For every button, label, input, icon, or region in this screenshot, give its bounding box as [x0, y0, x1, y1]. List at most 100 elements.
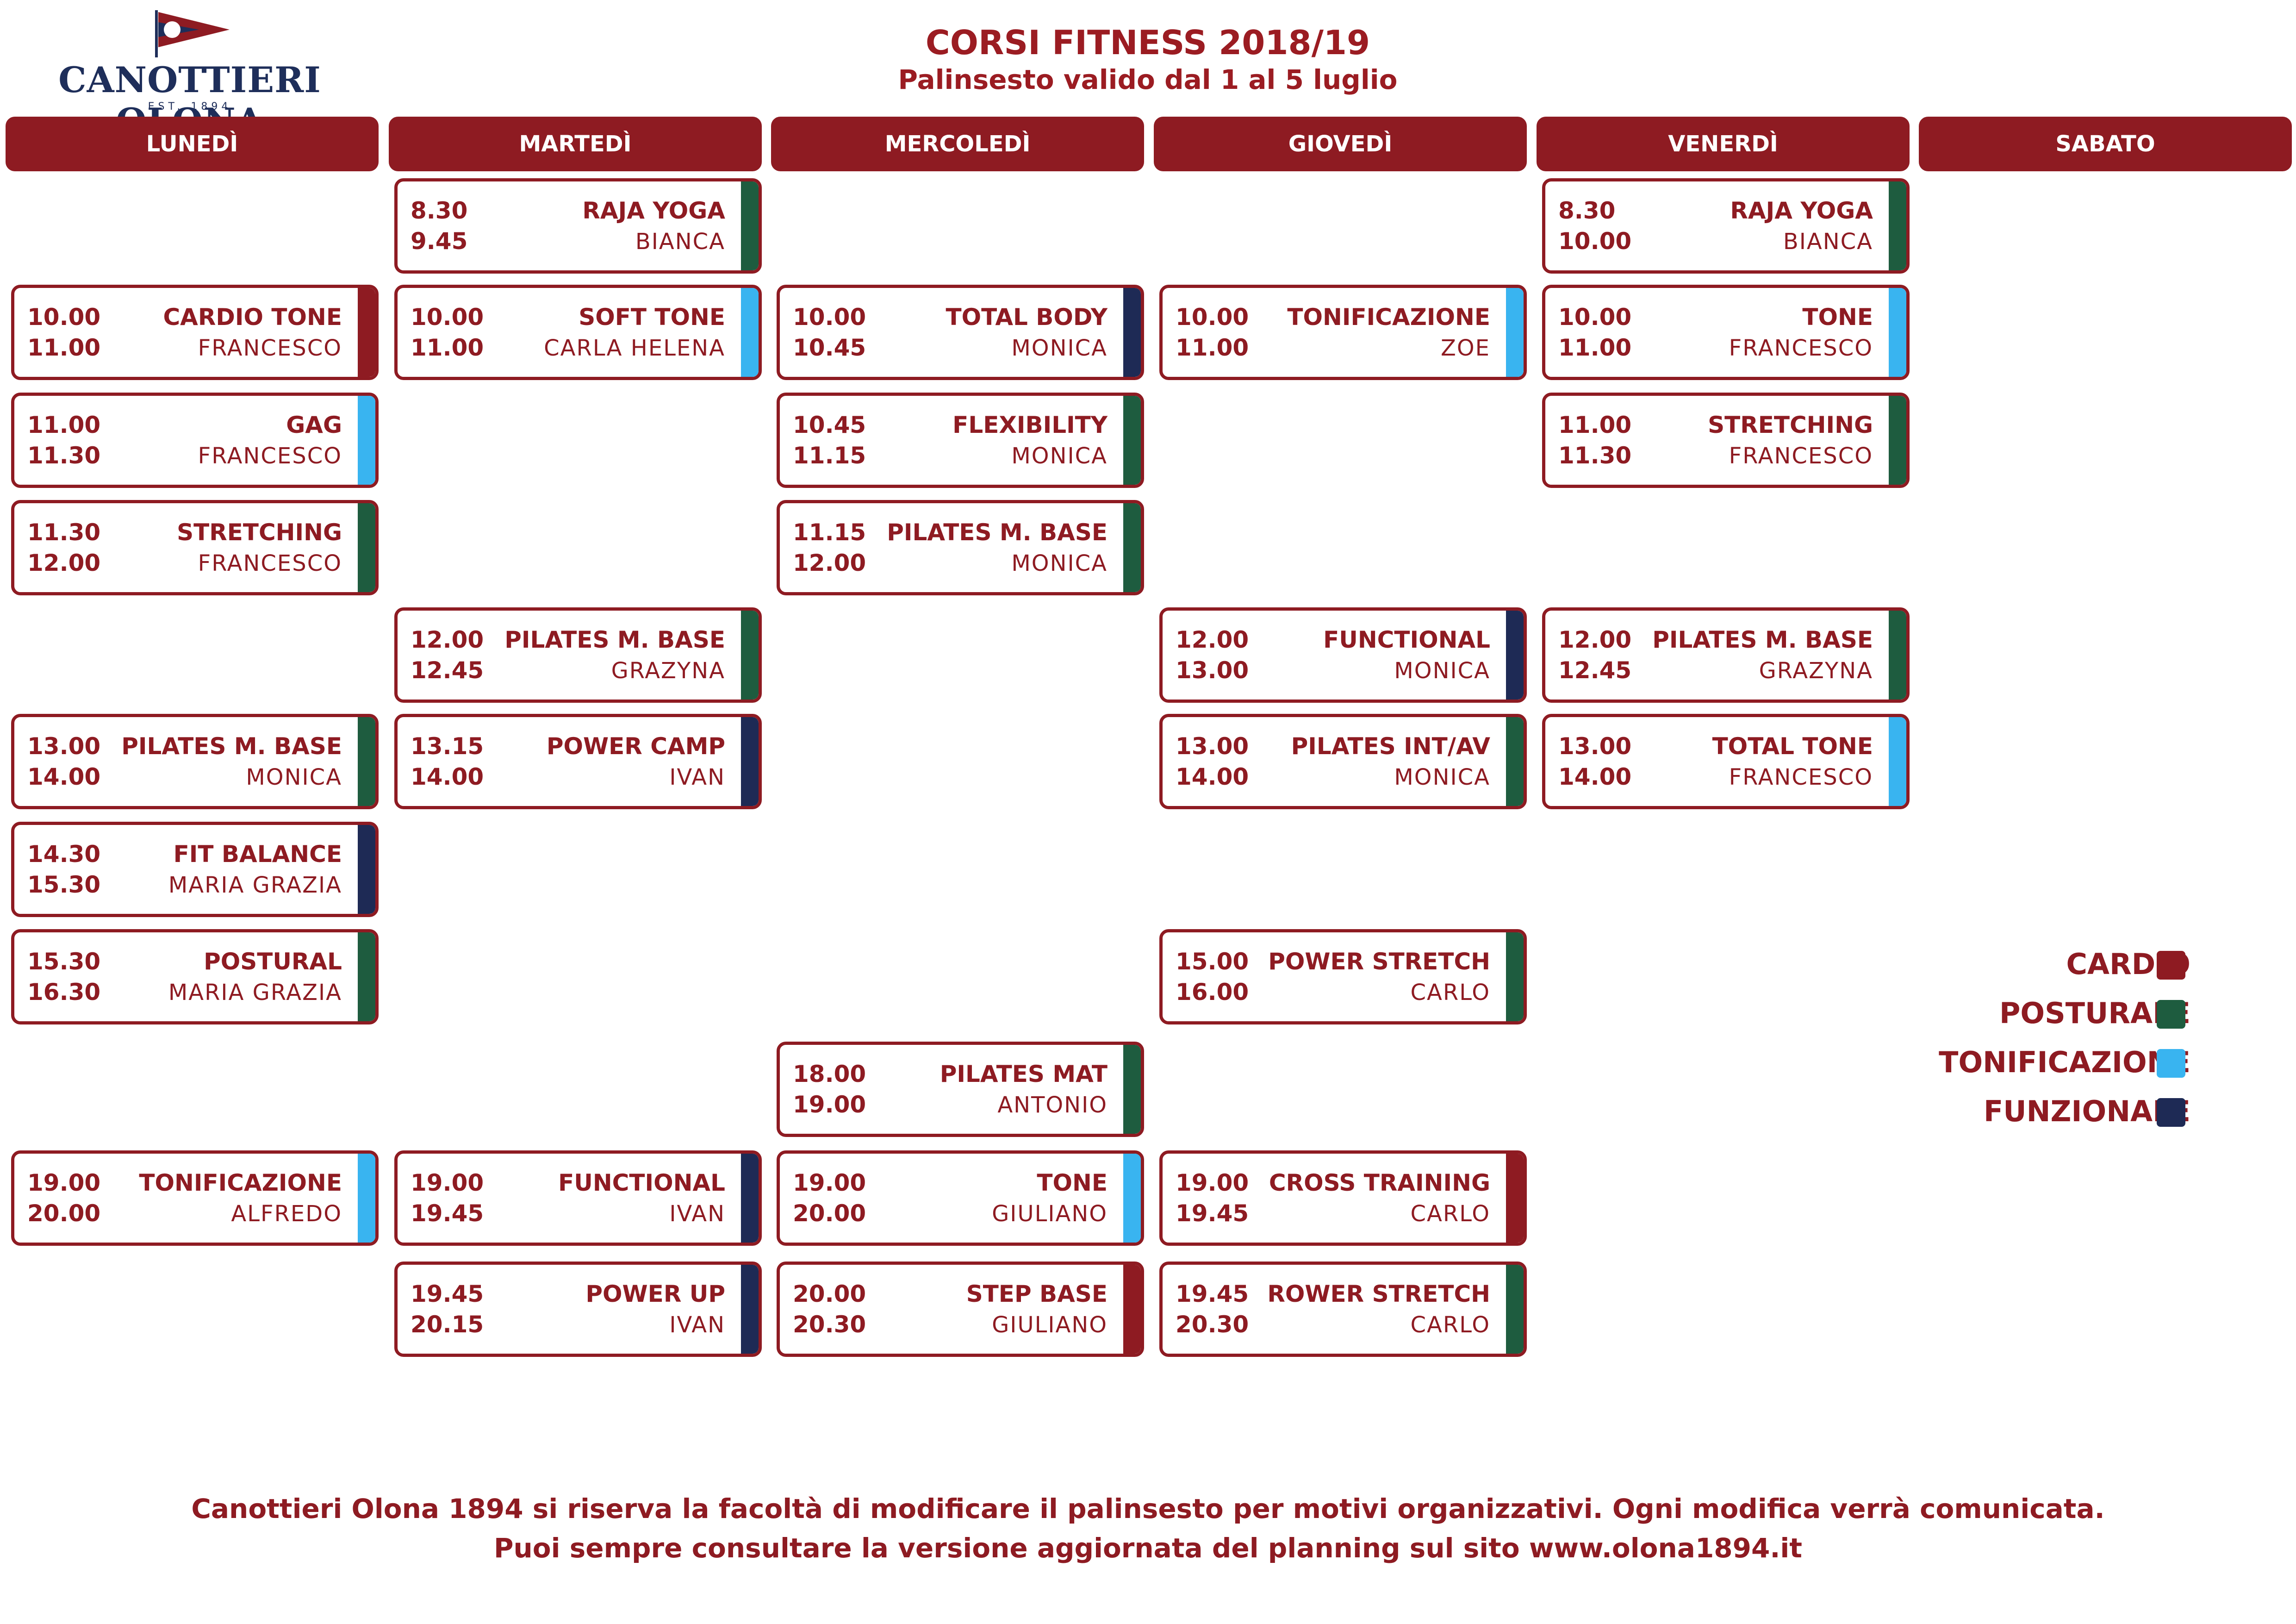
category-color-bar [741, 181, 759, 270]
class-end-time: 11.00 [27, 334, 101, 361]
class-end-time: 10.45 [793, 334, 866, 361]
category-color-bar [1506, 611, 1524, 700]
class-name: TOTAL TONE [1712, 733, 1873, 760]
class-start-time: 19.00 [411, 1169, 484, 1196]
class-end-time: 20.00 [793, 1200, 866, 1227]
day-header-0: LUNEDÌ [6, 117, 379, 171]
category-color-bar [358, 396, 375, 485]
category-color-bar [1123, 1265, 1141, 1354]
legend-swatch-tonificazione [2157, 1049, 2185, 1078]
category-color-bar [741, 611, 759, 700]
class-end-time: 12.45 [411, 657, 484, 684]
class-instructor: GIULIANO [992, 1312, 1108, 1338]
class-name: PILATES M. BASE [121, 733, 342, 760]
class-instructor: MARIA GRAZIA [168, 980, 342, 1006]
class-instructor: MONICA [246, 764, 342, 790]
class-instructor: FRANCESCO [1729, 764, 1873, 790]
class-end-time: 15.30 [27, 871, 101, 898]
class-end-time: 20.00 [27, 1200, 101, 1227]
category-color-bar [1123, 288, 1141, 377]
class-name: CARDIO TONE [163, 304, 342, 331]
legend-label-funzionale: FUNZIONALE [1983, 1094, 2190, 1128]
class-end-time: 19.45 [411, 1200, 484, 1227]
category-color-bar [1506, 1265, 1524, 1354]
class-end-time: 14.00 [27, 763, 101, 790]
class-instructor: FRANCESCO [198, 335, 342, 361]
class-name: FUNCTIONAL [1323, 626, 1490, 653]
class-instructor: MONICA [1011, 550, 1108, 576]
class-end-time: 12.00 [793, 550, 866, 576]
class-end-time: 14.00 [1558, 763, 1632, 790]
class-instructor: GRAZYNA [1759, 658, 1873, 684]
day-header-5: SABATO [1919, 117, 2292, 171]
class-end-time: 14.00 [1176, 763, 1249, 790]
category-color-bar [1889, 181, 1906, 270]
class-end-time: 20.30 [1176, 1311, 1249, 1338]
class-instructor: FRANCESCO [198, 443, 342, 469]
category-color-bar [1123, 1045, 1141, 1134]
class-name: POWER STRETCH [1268, 948, 1490, 975]
class-name: STRETCHING [1708, 412, 1873, 438]
footer-disclaimer: Canottieri Olona 1894 si riserva la faco… [191, 1493, 2105, 1524]
class-end-time: 9.45 [411, 228, 468, 255]
class-instructor: BIANCA [1783, 229, 1873, 255]
class-start-time: 15.30 [27, 948, 101, 975]
category-color-bar [358, 717, 375, 806]
category-color-bar [1506, 1154, 1524, 1243]
class-end-time: 11.30 [1558, 442, 1632, 469]
class-name: TONIFICAZIONE [139, 1169, 342, 1196]
class-start-time: 12.00 [411, 626, 484, 653]
class-start-time: 10.00 [411, 304, 484, 331]
legend-swatch-funzionale [2157, 1098, 2185, 1127]
class-start-time: 14.30 [27, 841, 101, 868]
class-start-time: 12.00 [1558, 626, 1632, 653]
category-color-bar [1889, 717, 1906, 806]
category-color-bar [741, 1154, 759, 1243]
class-name: RAJA YOGA [582, 197, 725, 224]
class-name: FLEXIBILITY [952, 412, 1108, 438]
class-start-time: 19.45 [411, 1280, 484, 1307]
class-start-time: 8.30 [411, 197, 468, 224]
class-name: ROWER STRETCH [1267, 1280, 1490, 1307]
legend-swatch-posturale [2157, 1000, 2185, 1029]
class-start-time: 19.00 [1176, 1169, 1249, 1196]
class-instructor: IVAN [669, 1312, 725, 1338]
class-end-time: 16.00 [1176, 979, 1249, 1006]
class-start-time: 19.00 [27, 1169, 101, 1196]
category-color-bar [358, 288, 375, 377]
page-subtitle: Palinsesto valido dal 1 al 5 luglio [898, 64, 1398, 95]
class-end-time: 11.30 [27, 442, 101, 469]
class-start-time: 10.00 [1176, 304, 1249, 331]
class-name: TONE [1037, 1169, 1108, 1196]
class-name: POSTURAL [204, 948, 342, 975]
class-instructor: CARLO [1410, 1312, 1490, 1338]
category-color-bar [741, 1265, 759, 1354]
class-instructor: IVAN [669, 764, 725, 790]
day-header-1: MARTEDÌ [389, 117, 762, 171]
class-name: PILATES MAT [940, 1061, 1108, 1087]
class-instructor: CARLA HELENA [544, 335, 725, 361]
class-end-time: 10.00 [1558, 228, 1632, 255]
category-color-bar [1123, 1154, 1141, 1243]
class-name: TONIFICAZIONE [1287, 304, 1490, 331]
category-color-bar [1506, 288, 1524, 377]
footer-website-note: Puoi sempre consultare la versione aggio… [493, 1532, 1803, 1564]
category-color-bar [358, 503, 375, 592]
class-start-time: 13.00 [1558, 733, 1632, 760]
class-end-time: 13.00 [1176, 657, 1249, 684]
class-end-time: 20.30 [793, 1311, 866, 1338]
